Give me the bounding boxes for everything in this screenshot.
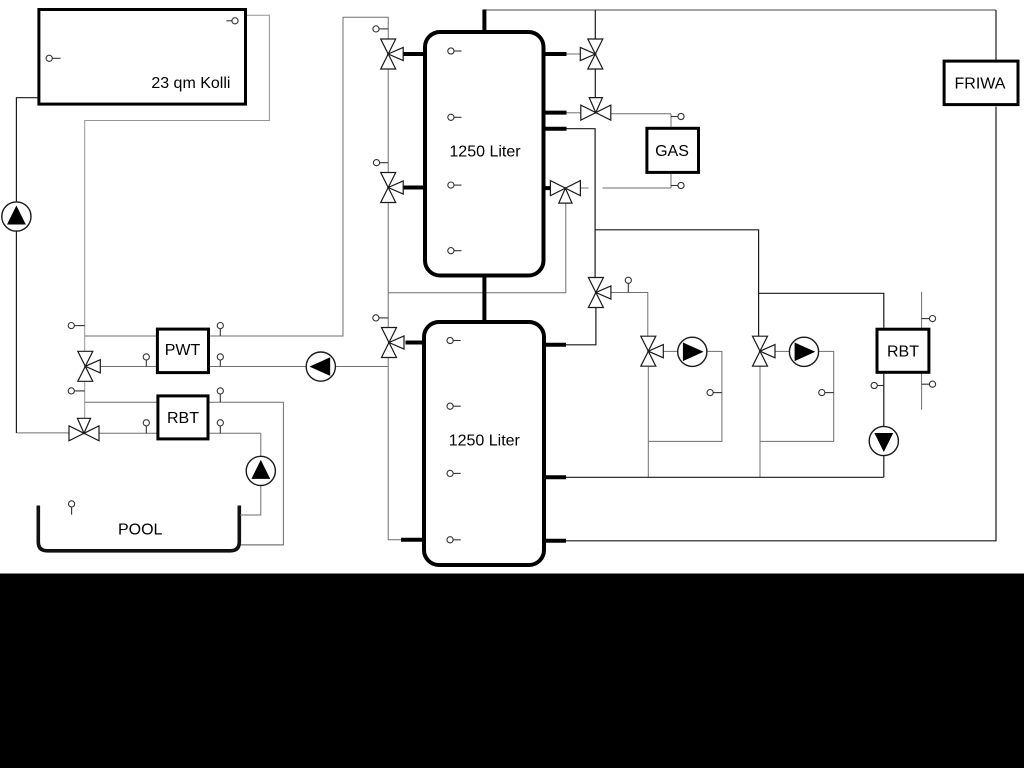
svg-text:23 qm Kolli: 23 qm Kolli [151,75,230,92]
svg-text:1250 Liter: 1250 Liter [449,433,521,450]
svg-text:PWT: PWT [165,342,201,359]
svg-text:RBT: RBT [167,410,199,427]
svg-text:POOL: POOL [118,522,163,539]
svg-text:1250 Liter: 1250 Liter [449,144,521,161]
svg-text:FRIWA: FRIWA [955,76,1006,93]
svg-text:GAS: GAS [655,143,689,160]
svg-text:RBT: RBT [887,344,919,361]
